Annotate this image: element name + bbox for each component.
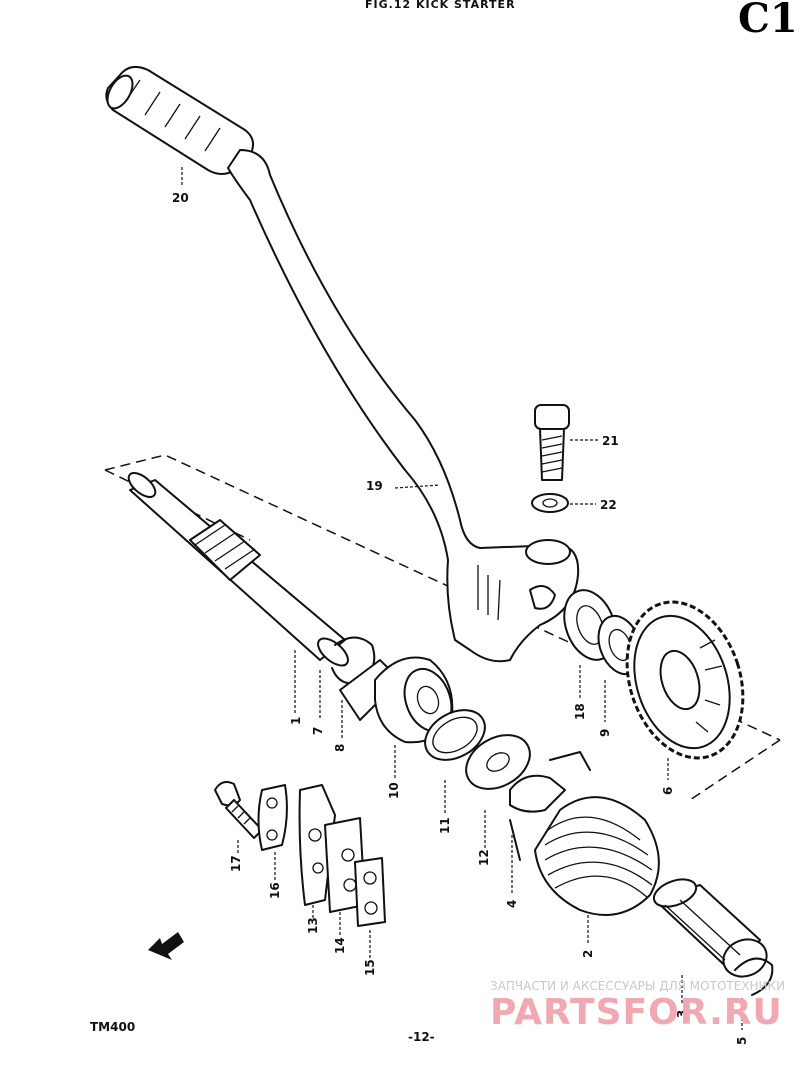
callout-13: 13 — [306, 917, 320, 934]
callout-7: 7 — [311, 727, 325, 735]
callout-12: 12 — [477, 849, 491, 866]
callout-6: 6 — [661, 787, 675, 795]
callout-16: 16 — [268, 882, 282, 899]
front-arrow-icon — [148, 932, 184, 960]
leader-19 — [394, 484, 441, 489]
return-spring-part — [534, 796, 660, 945]
callout-14: 14 — [333, 937, 347, 954]
model-code: TM400 — [90, 1020, 136, 1034]
spring-bushing-part — [652, 878, 768, 1005]
kick-shaft-part — [127, 472, 349, 715]
callout-10: 10 — [387, 782, 401, 799]
callout-1: 1 — [289, 717, 303, 725]
callout-3: 3 — [675, 1010, 689, 1018]
kick-lever-part — [227, 149, 580, 663]
ratchet-part — [374, 656, 454, 780]
watermark-logo: PARTSFOR.RU — [490, 992, 783, 1033]
stopper-shim-part — [324, 817, 366, 935]
spring-washer-part — [465, 734, 531, 848]
callout-11: 11 — [438, 817, 452, 834]
callout-4: 4 — [505, 900, 519, 908]
plate-lock-washer-part — [354, 857, 386, 958]
callout-5: 5 — [735, 1037, 749, 1045]
callout-9: 9 — [598, 729, 612, 737]
kick-idle-gear-part — [625, 600, 745, 780]
kick-grip-part — [105, 65, 255, 175]
callout-22: 22 — [600, 498, 617, 512]
stopper-plate-part — [298, 784, 336, 918]
lock-washer-part — [257, 784, 288, 880]
callout-18: 18 — [573, 703, 587, 720]
callout-15: 15 — [363, 959, 377, 976]
spring-stopper-part — [509, 751, 591, 895]
callout-17: 17 — [229, 855, 243, 872]
callout-2: 2 — [581, 950, 595, 958]
callout-19: 19 — [366, 479, 383, 493]
ratchet-spring-part — [424, 709, 486, 815]
callout-21: 21 — [602, 434, 619, 448]
callout-labels: 20 19 21 22 1 7 8 18 9 10 6 11 12 4 17 1… — [172, 191, 749, 1045]
page-number: -12- — [408, 1030, 435, 1044]
section-badge: C1 — [738, 0, 798, 42]
figure-title: FIG.12 KICK STARTER — [365, 0, 516, 11]
callout-8: 8 — [333, 744, 347, 752]
watermark-caption: ЗАПЧАСТИ И АКСЕССУАРЫ ДЛЯ МОТОТЕХНИКИ — [490, 979, 786, 993]
callout-20: 20 — [172, 191, 189, 205]
lever-bolt-part — [534, 404, 598, 481]
guide-bolt-part — [214, 781, 263, 855]
lever-washer-part — [531, 493, 596, 513]
bushing-circlip-part — [734, 957, 774, 1030]
